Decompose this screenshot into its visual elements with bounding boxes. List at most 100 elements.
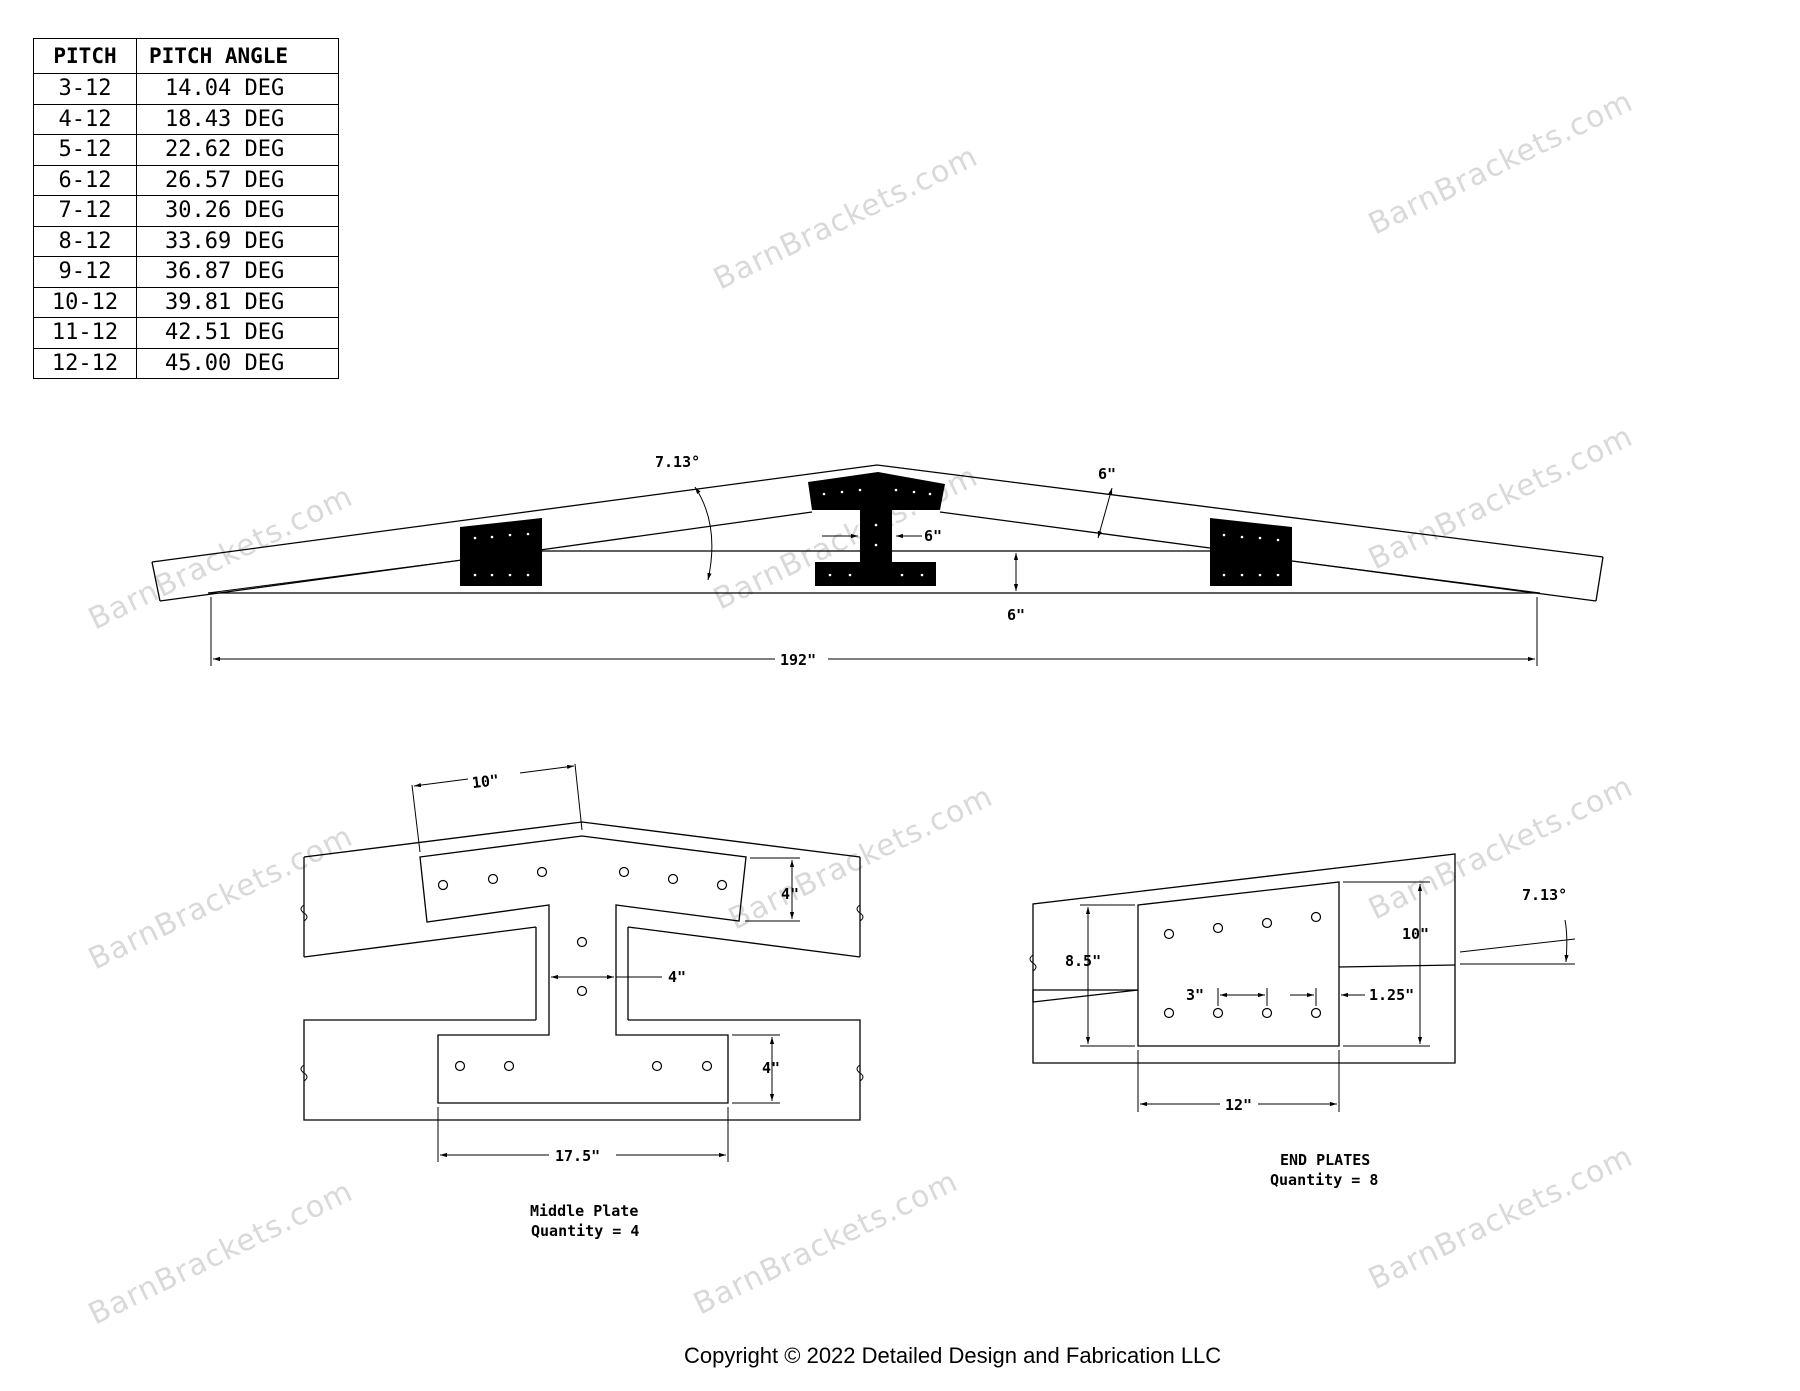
end-angle-label: 7.13° — [1522, 886, 1567, 904]
break-mark — [300, 904, 308, 922]
bolt-hole — [576, 985, 588, 997]
bolt-hole — [1163, 1007, 1175, 1019]
bolt-hole — [503, 1060, 515, 1072]
bolt-hole — [1212, 1007, 1224, 1019]
middle-plate-detail: 10" 4" 4" 4" 17.5" Middle Plate Quantity… — [300, 763, 864, 1240]
pitch-table-header: PITCH PITCH ANGLE — [33, 38, 339, 74]
bolt-hole — [437, 879, 449, 891]
break-mark — [1029, 954, 1037, 972]
end-rafter-bottom-right — [1338, 964, 1456, 968]
bolt-hole — [1212, 922, 1224, 934]
middle-plate-quantity: Quantity = 4 — [531, 1222, 639, 1240]
rafter-bottom-left — [303, 926, 537, 958]
bolt-hole — [1310, 911, 1322, 923]
width-label: 12" — [1225, 1096, 1252, 1114]
break-mark — [300, 1064, 308, 1082]
bolt-hole — [701, 1060, 713, 1072]
bolt-hole — [618, 866, 630, 878]
pitch-angle-header: PITCH ANGLE — [136, 38, 339, 74]
end-rafter-outline — [1032, 853, 1456, 1002]
rafter-end-left — [151, 561, 161, 602]
angle-cell: 26.57 DEG — [136, 164, 339, 196]
end-plates-quantity: Quantity = 8 — [1270, 1171, 1378, 1189]
bottom-height-label: 4" — [762, 1059, 780, 1077]
bolt-hole — [487, 873, 499, 885]
rafter-depth-label: 6" — [1098, 465, 1116, 483]
pitch-cell: 12-12 — [33, 347, 137, 379]
bolt-hole — [1163, 928, 1175, 940]
angle-cell: 18.43 DEG — [136, 103, 339, 135]
arm-dim-right — [519, 764, 575, 774]
bolt-hole — [536, 866, 548, 878]
arm-ext-right — [574, 763, 583, 831]
right-end-plate — [1210, 518, 1292, 586]
copyright-text: Copyright © 2022 Detailed Design and Fab… — [684, 1343, 1221, 1368]
angle-cell: 30.26 DEG — [136, 195, 339, 227]
pitch-header: PITCH — [33, 38, 137, 74]
watermarks: BarnBrackets.com BarnBrackets.com BarnBr… — [83, 84, 1638, 1332]
bottom-length-label: 17.5" — [555, 1147, 600, 1165]
angle-cell: 45.00 DEG — [136, 347, 339, 379]
watermark: BarnBrackets.com — [1363, 419, 1638, 577]
top-height-label: 4" — [781, 885, 799, 903]
span-label: 192" — [780, 651, 816, 669]
right-height-label: 10" — [1402, 925, 1429, 943]
edge-distance-label: 1.25" — [1369, 986, 1414, 1004]
rafter-bottom-right — [627, 926, 861, 958]
angle-cell: 14.04 DEG — [136, 73, 339, 105]
watermark: BarnBrackets.com — [1363, 1139, 1638, 1297]
bottom-chord-outline — [303, 1019, 861, 1121]
middle-plate-outline — [419, 835, 747, 1104]
rafter-bottom-right — [939, 511, 1211, 549]
bolt-hole — [1261, 1007, 1273, 1019]
break-mark — [856, 904, 864, 922]
end-plates-detail: 8.5" 10" 3" 1.25" 7.13° 12" END PLATES Q… — [1029, 853, 1576, 1189]
end-plate-outline — [1137, 881, 1340, 1047]
end-rafter-bottom — [1032, 989, 1139, 1003]
bolt-hole — [1310, 1007, 1322, 1019]
angle-arc — [1564, 919, 1569, 963]
arm-dim-left — [413, 778, 469, 788]
arm-ext-left — [411, 784, 421, 853]
end-chord-outline — [1032, 965, 1456, 1064]
watermark: BarnBrackets.com — [83, 819, 358, 977]
hole-spacing-label: 3" — [1186, 986, 1204, 1004]
angle-cell: 22.62 DEG — [136, 134, 339, 166]
break-mark — [856, 1064, 864, 1082]
bolt-hole — [576, 936, 588, 948]
middle-plate-title: Middle Plate — [530, 1202, 638, 1220]
angle-cell: 39.81 DEG — [136, 286, 339, 318]
pitch-cell: 7-12 — [33, 195, 137, 227]
rafter-depth-dim — [1097, 487, 1113, 539]
pitch-cell: 3-12 — [33, 73, 137, 105]
arm-length-label: 10" — [471, 771, 500, 792]
web-width-label: 6" — [924, 527, 942, 545]
bolt-hole — [1261, 917, 1273, 929]
watermark: BarnBrackets.com — [708, 139, 983, 297]
left-end-plate — [460, 518, 542, 586]
rafter-top-line — [151, 464, 1604, 563]
watermark: BarnBrackets.com — [83, 479, 358, 637]
angle-ext — [1459, 938, 1576, 953]
angle-cell: 42.51 DEG — [136, 317, 339, 349]
bolt-hole — [667, 873, 679, 885]
left-height-label: 8.5" — [1065, 952, 1101, 970]
middle-plate — [808, 472, 945, 586]
bolt-hole — [454, 1060, 466, 1072]
watermark: BarnBrackets.com — [1363, 769, 1638, 927]
chord-depth-label: 6" — [1007, 606, 1025, 624]
watermark: BarnBrackets.com — [83, 1174, 358, 1332]
watermark: BarnBrackets.com — [1363, 84, 1638, 242]
rafter-top-outline — [303, 821, 861, 858]
